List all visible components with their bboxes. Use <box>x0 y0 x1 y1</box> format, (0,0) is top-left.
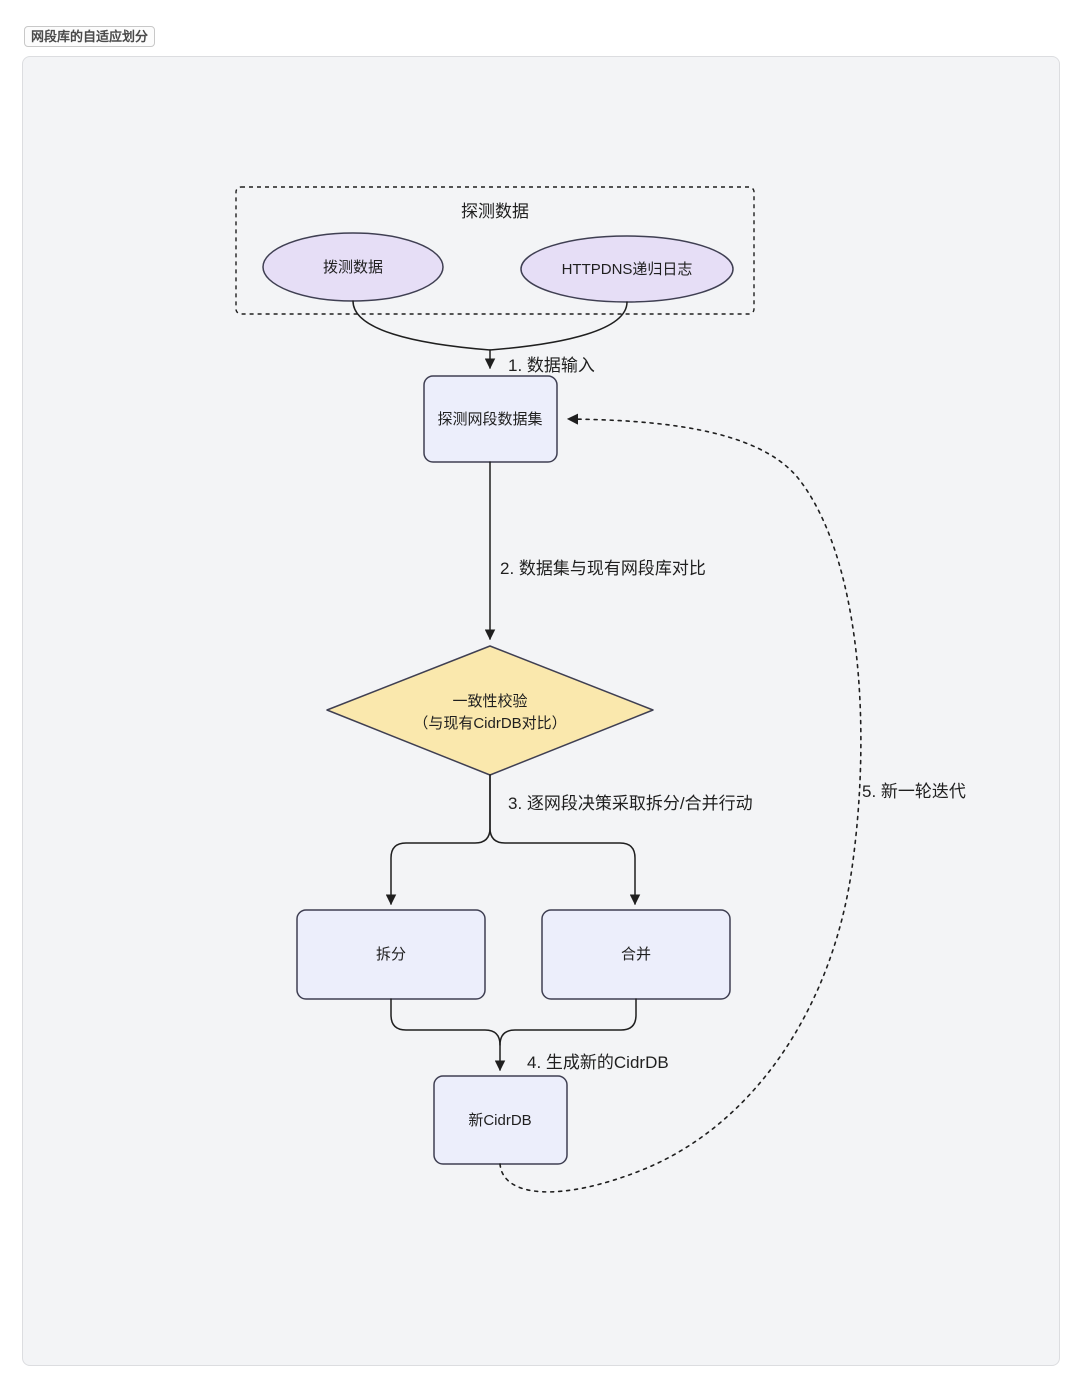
diagram-title-badge: 网段库的自适应划分 <box>24 26 156 47</box>
node-consistency-check-line1: 一致性校验 <box>452 693 527 710</box>
edge-merge-to-newcidrdb <box>499 998 637 1046</box>
edge-label-step4: 4. 生成新的CidrDB <box>527 1053 669 1072</box>
edge-feedback-loop <box>499 413 862 1193</box>
edge-label-step3: 3. 逐网段决策采取拆分/合并行动 <box>508 794 753 813</box>
node-dial-test-label: 拨测数据 <box>323 259 383 276</box>
edge-dial-test-to-dataset <box>352 300 491 351</box>
edge-label-step1: 1. 数据输入 <box>508 356 595 375</box>
cluster-probe-data-title: 探测数据 <box>461 202 529 221</box>
edge-label-step2: 2. 数据集与现有网段库对比 <box>500 559 706 578</box>
edge-httpdns-to-dataset <box>489 301 628 351</box>
node-new-cidrdb-label: 新CidrDB <box>468 1112 531 1129</box>
node-probe-dataset-label: 探测网段数据集 <box>437 411 542 428</box>
edge-split-to-newcidrdb <box>390 998 506 1072</box>
node-httpdns-log-label: HTTPDNS递归日志 <box>562 261 693 278</box>
node-split-label: 拆分 <box>376 946 406 963</box>
edge-check-to-merge <box>489 774 641 906</box>
node-merge-label: 合并 <box>621 946 651 963</box>
node-consistency-check-line2: （与现有CidrDB对比） <box>413 715 566 732</box>
node-consistency-check <box>326 645 654 776</box>
edge-label-step5: 5. 新一轮迭代 <box>862 782 966 801</box>
edge-check-to-split <box>385 774 491 906</box>
